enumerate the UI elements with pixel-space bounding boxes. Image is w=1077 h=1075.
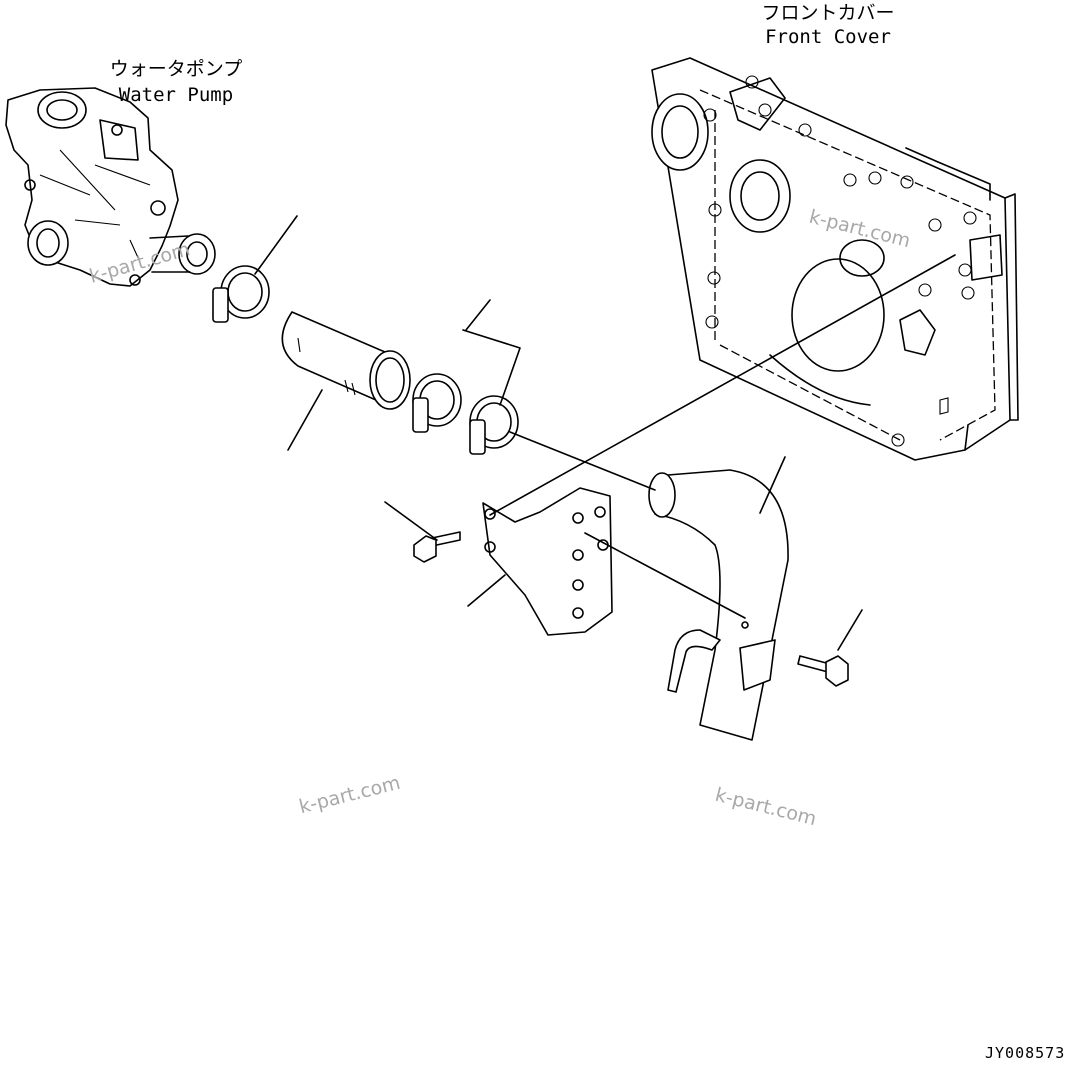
water-pump-drawing: [5, 87, 216, 287]
front-cover-label-en: Front Cover: [765, 26, 891, 48]
leader-lines: [254, 215, 956, 651]
hose-clamp-1: [212, 265, 270, 323]
rubber-hose: [281, 311, 411, 410]
drawing-code: JY008573: [985, 1044, 1066, 1062]
hose-clamp-2: [412, 373, 462, 433]
bolt-1: [413, 531, 461, 563]
hose-clamp-3: [469, 395, 519, 455]
water-pump-label-jp: ウォータポンプ: [109, 58, 243, 80]
bolt-2: [797, 655, 849, 687]
front-cover-label-jp: フロントカバー: [761, 2, 895, 24]
bracket: [482, 487, 613, 636]
water-tube: [648, 469, 789, 741]
front-cover-drawing: [651, 57, 1019, 461]
water-pump-label-en: Water Pump: [118, 84, 234, 106]
